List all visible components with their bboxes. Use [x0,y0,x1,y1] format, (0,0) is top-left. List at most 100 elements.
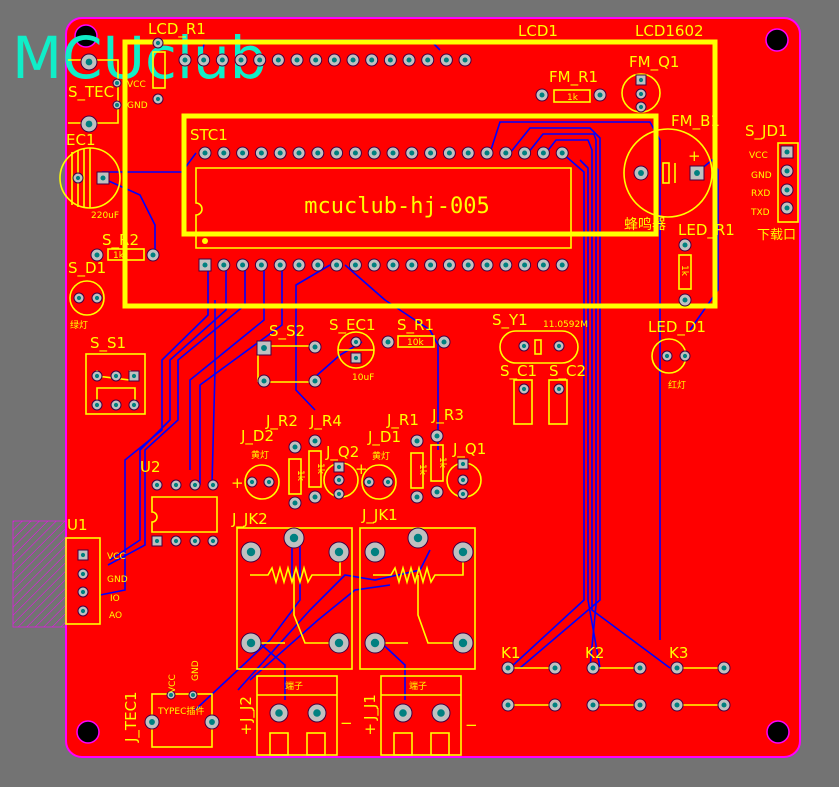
drill-hole [246,547,256,557]
drill-hole [80,589,86,595]
label-j2-minus: − [340,714,353,732]
label-s-c1: S_C1 [500,362,537,381]
drill-hole [434,433,440,439]
label-j-d1-plus: + [355,460,368,478]
drill-hole [406,57,412,63]
drill-hole [292,500,298,506]
label-j-r3-value: 1k [437,457,447,469]
drill-hole [191,693,195,697]
label-j1-terminal: 端子 [409,680,427,692]
label-s-r1-value: 10k [407,338,424,348]
drill-hole [503,262,509,268]
label-s-tec: S_TEC [68,83,114,102]
drill-hole [353,355,359,361]
drill-hole [289,533,299,543]
label-u1-io: IO [110,594,120,604]
label-s-r2: S_R2 [102,231,139,250]
drill-hole [257,57,263,63]
label-j-tec1-vcc: VCC [168,674,178,693]
label-s-ec1: S_EC1 [329,316,376,335]
drill-hole [94,252,100,258]
drill-hole [154,538,160,544]
label-u1-gnd: GND [107,575,128,585]
drill-hole [76,295,82,301]
label-lcd1602: LCD1602 [635,22,704,40]
drill-hole [462,57,468,63]
drill-hole [334,638,344,648]
label-stc1: STC1 [190,126,228,144]
drill-hole [209,719,215,725]
drill-hole [637,665,643,671]
drill-hole [353,339,359,345]
chip-marking: mcuclub-hj-005 [304,194,489,219]
label-j-r4: J_R4 [309,412,342,431]
drill-hole [505,665,511,671]
label-j-r1: J_R1 [386,411,419,430]
label-u1-vcc: VCC [107,552,126,562]
drill-hole [597,92,603,98]
drill-hole [369,57,375,63]
drill-hole [336,491,342,497]
pcb-board [65,17,801,758]
drill-hole [458,547,468,557]
label-fm-b1-value: 蜂鸣器 [624,216,666,233]
drill-hole [465,150,471,156]
drill-hole [682,353,688,359]
u1-keepout-area [12,520,68,628]
drill-hole [266,479,272,485]
label-fm-b1: FM_B1 [671,112,720,131]
label-u1: U1 [67,516,88,534]
drill-hole [409,150,415,156]
label-j-tec1: J_TEC1 [122,691,141,743]
drill-hole [409,262,415,268]
label-j-jk1: J_JK1 [361,506,398,525]
drill-hole [664,353,670,359]
drill-hole [202,150,208,156]
label-lcd-r1: LCD_R1 [148,20,206,39]
drill-hole [446,150,452,156]
drill-hole [484,262,490,268]
label-j-r4-value: 1k [315,463,325,475]
label-s-s1: S_S1 [90,334,126,353]
label-u2: U2 [140,458,161,476]
drill-hole [277,150,283,156]
drill-hole [552,665,558,671]
drill-hole [638,77,644,83]
drill-hole [390,150,396,156]
drill-hole [371,262,377,268]
label-jd-txd: TXD [750,208,770,218]
lcd1-outline [122,39,718,309]
label-s-r1: S_R1 [397,316,434,335]
label-fm-q1: FM_Q1 [629,53,679,72]
drill-hole [694,170,700,176]
drill-hole [240,150,246,156]
drill-hole [315,150,321,156]
label-j-j1: J_J1 [361,694,380,721]
label-j-q1: J_Q1 [452,440,486,459]
drill-hole [201,57,207,63]
drill-hole [294,57,300,63]
label-fm-r1: FM_R1 [549,68,598,87]
drill-hole [352,150,358,156]
stc1-outline [181,113,659,237]
drill-hole [446,262,452,268]
drill-hole [192,482,198,488]
drill-hole [721,665,727,671]
drill-hole [115,103,119,107]
drill-hole [521,343,527,349]
drill-hole [275,709,283,717]
drill-hole [784,205,790,211]
label-led-r1-value: 1k [679,265,689,277]
stc1-chip-body [195,167,572,249]
label-s-r2-value: 1k [113,251,125,261]
drill-hole [131,373,137,379]
drill-hole [115,81,119,85]
drill-hole [505,702,511,708]
drill-hole [371,150,377,156]
label-gnd: GND [127,101,148,111]
drill-hole [258,150,264,156]
drill-hole [94,373,100,379]
label-s-d1-value: 绿灯 [70,319,88,331]
drill-hole [221,150,227,156]
